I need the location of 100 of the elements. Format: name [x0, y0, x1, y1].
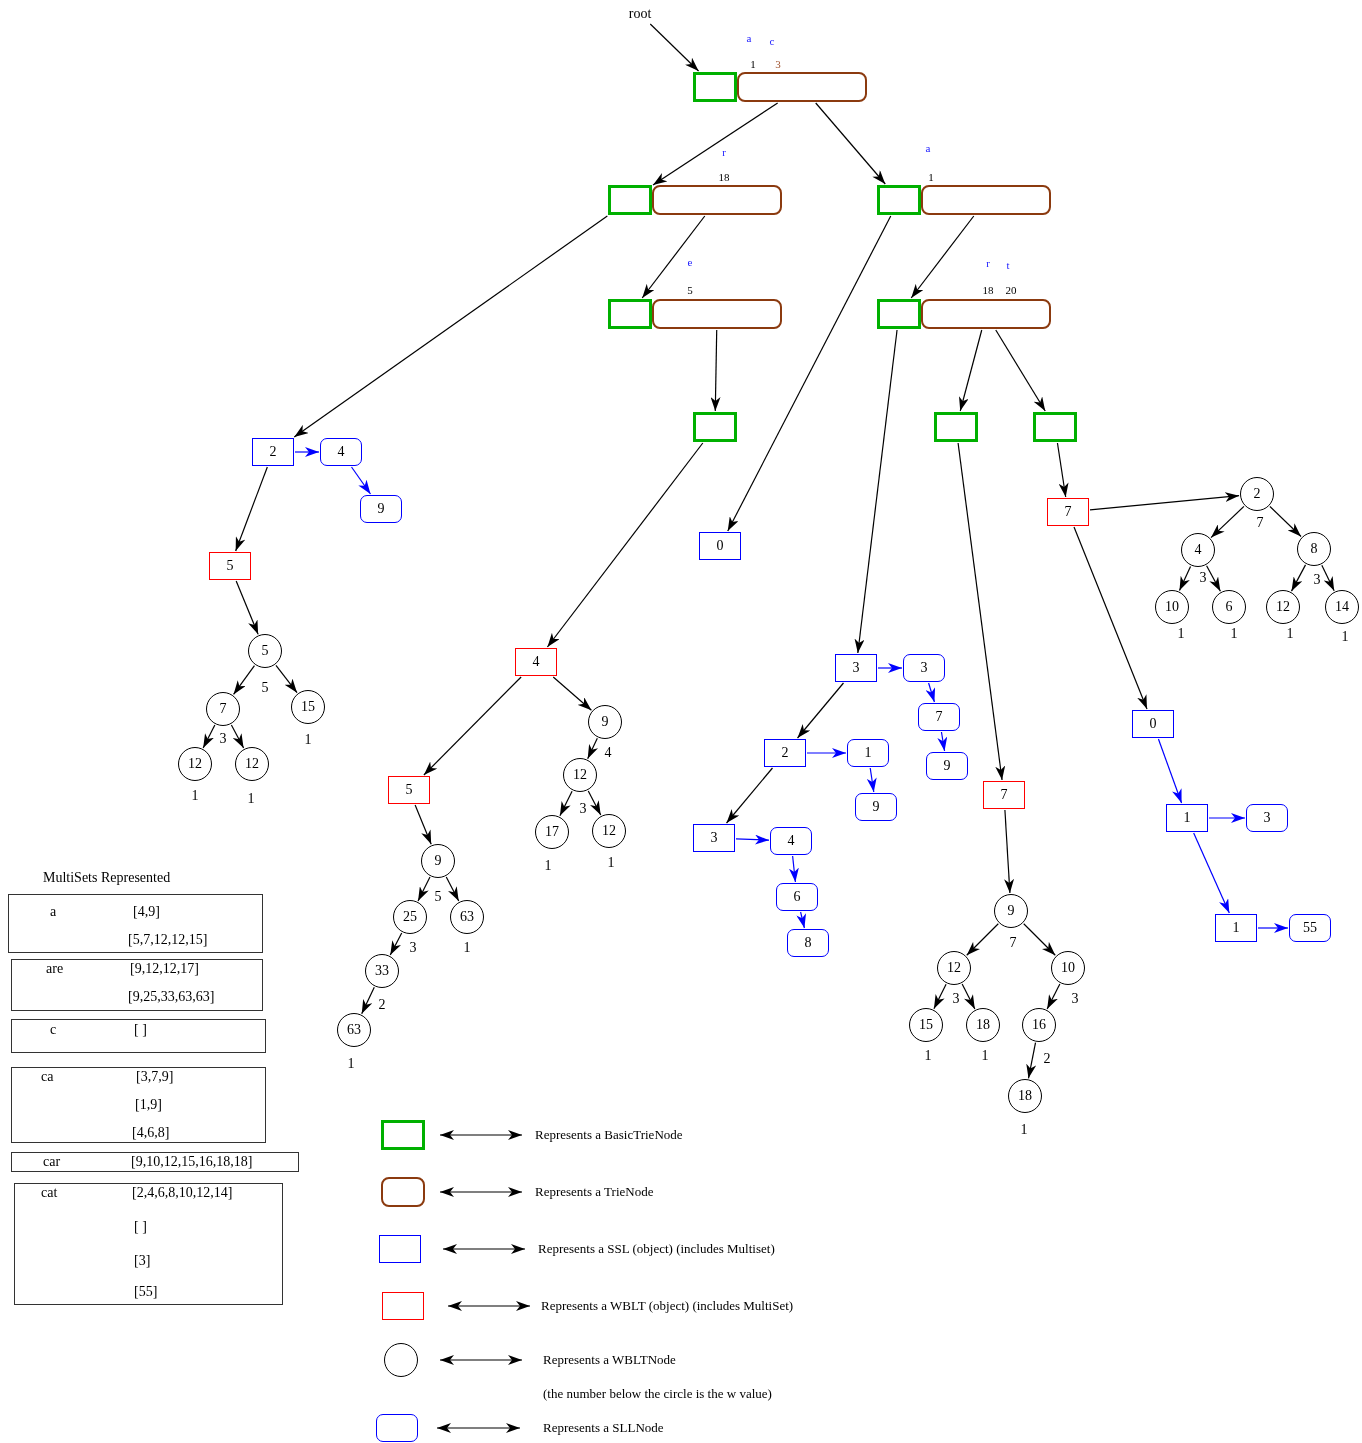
- arrow: [957, 442, 1006, 781]
- arrow: [445, 876, 460, 902]
- sll-node-box: 9: [855, 793, 897, 821]
- arrow: [1046, 983, 1061, 1010]
- w-value-label: 3: [219, 731, 227, 747]
- arrow: [293, 215, 608, 438]
- arrow: [230, 724, 245, 749]
- arrow: [925, 682, 936, 703]
- trie-node-box: [652, 185, 782, 215]
- basic-trie-node-box: [608, 299, 652, 329]
- multiset-list: [1,9]: [135, 1097, 162, 1113]
- trie-node-box: [921, 299, 1051, 329]
- arrow: [796, 911, 806, 929]
- arrow: [1290, 564, 1307, 592]
- multiset-list: [55]: [134, 1284, 158, 1300]
- sll-node-box: 3: [1246, 804, 1288, 832]
- sll-node-box: 55: [1289, 914, 1331, 942]
- sll-node-box: 9: [926, 752, 968, 780]
- arrow: [1073, 526, 1148, 710]
- sll-node-box: 1: [847, 739, 889, 767]
- ssl-box: 3: [693, 824, 735, 852]
- arrow: [641, 215, 706, 299]
- legend-note: (the number below the circle is the w value): [543, 1386, 772, 1402]
- arrow: [1089, 492, 1240, 511]
- table-title: MultiSets Represented: [43, 870, 171, 886]
- arrow: [961, 983, 976, 1010]
- arrow: [1269, 505, 1302, 538]
- arrow: [423, 676, 522, 776]
- w-value-label: 1: [347, 1056, 355, 1072]
- arrow: [546, 442, 704, 648]
- branch-letter: a: [746, 32, 752, 44]
- arrow: [788, 855, 799, 883]
- w-value-label: 1: [247, 791, 255, 807]
- sll-node-box: 6: [776, 883, 818, 911]
- sll-node-box: 3: [903, 654, 945, 682]
- arrow: [1206, 565, 1221, 592]
- arrow: [933, 983, 947, 1010]
- w-value-label: 3: [952, 991, 960, 1007]
- legend-text: Represents a TrieNode: [535, 1184, 654, 1200]
- set-name: are: [46, 961, 64, 977]
- w-value-label: 1: [1286, 626, 1294, 642]
- trie-node-box: [921, 185, 1051, 215]
- arrow: [275, 664, 298, 694]
- w-value-label: 4: [604, 745, 612, 761]
- arrow: [995, 329, 1046, 412]
- arrow: [1210, 505, 1245, 539]
- arrow: [414, 804, 432, 845]
- w-value-label: 1: [607, 855, 615, 871]
- w-value-label: 7: [1256, 515, 1264, 531]
- multiset-list: [9,10,12,15,16,18,18]: [131, 1154, 253, 1170]
- w-value-label: 1: [981, 1048, 989, 1064]
- arrow: [1023, 923, 1056, 956]
- arrow: [1026, 1042, 1037, 1079]
- arrow: [1004, 809, 1015, 894]
- trie-node-box: [737, 72, 867, 102]
- count-label: 20: [1005, 284, 1017, 296]
- legend-text: Represents a WBLT (object) (includes MultiSet): [541, 1298, 794, 1314]
- w-value-label: 1: [191, 788, 199, 804]
- sll-node-box: 4: [770, 827, 812, 855]
- arrow: [727, 215, 892, 532]
- multiset-list: [3,7,9]: [136, 1069, 174, 1085]
- wblt-box: 5: [388, 776, 430, 804]
- sll-node-box: 9: [360, 495, 402, 523]
- basic-trie-node-box: [608, 185, 652, 215]
- arrow: [587, 790, 602, 816]
- arrow: [235, 466, 268, 552]
- legend-text: Represents a SLLNode: [543, 1420, 664, 1436]
- count-label: 1: [750, 58, 756, 70]
- trie-node-box: [652, 299, 782, 329]
- arrow: [806, 748, 847, 758]
- w-value-label: 3: [1199, 570, 1207, 586]
- w-value-label: 5: [434, 889, 442, 905]
- basic-trie-node-box: [877, 185, 921, 215]
- branch-letter: c: [769, 35, 775, 47]
- w-value-label: 2: [378, 997, 386, 1013]
- multiset-list: [4,6,8]: [132, 1125, 170, 1141]
- arrow: [966, 923, 999, 956]
- w-value-label: 1: [1341, 629, 1349, 645]
- w-value-label: 1: [1230, 626, 1238, 642]
- arrow: [1178, 565, 1192, 592]
- wblt-box: 7: [1047, 498, 1089, 526]
- arrow: [1257, 923, 1289, 933]
- multiset-list: [9,12,12,17]: [130, 961, 199, 977]
- arrow: [937, 731, 948, 752]
- multiset-list: [9,25,33,63,63]: [128, 989, 215, 1005]
- w-value-label: 3: [409, 940, 417, 956]
- sll-node-box: 8: [787, 929, 829, 957]
- multiset-list: [3]: [134, 1253, 151, 1269]
- arrow: [559, 790, 573, 817]
- count-label: 18: [982, 284, 994, 296]
- legend-text: Represents a SSL (object) (includes Multiset): [538, 1241, 775, 1257]
- arrow: [417, 876, 431, 902]
- arrow: [1056, 442, 1069, 498]
- wblt-box: 5: [209, 552, 251, 580]
- arrow: [202, 724, 216, 749]
- w-value-label: 1: [1177, 626, 1185, 642]
- arrow: [866, 767, 877, 793]
- w-value-label: 1: [924, 1048, 932, 1064]
- w-value-label: 1: [1020, 1122, 1028, 1138]
- arrow: [649, 23, 700, 72]
